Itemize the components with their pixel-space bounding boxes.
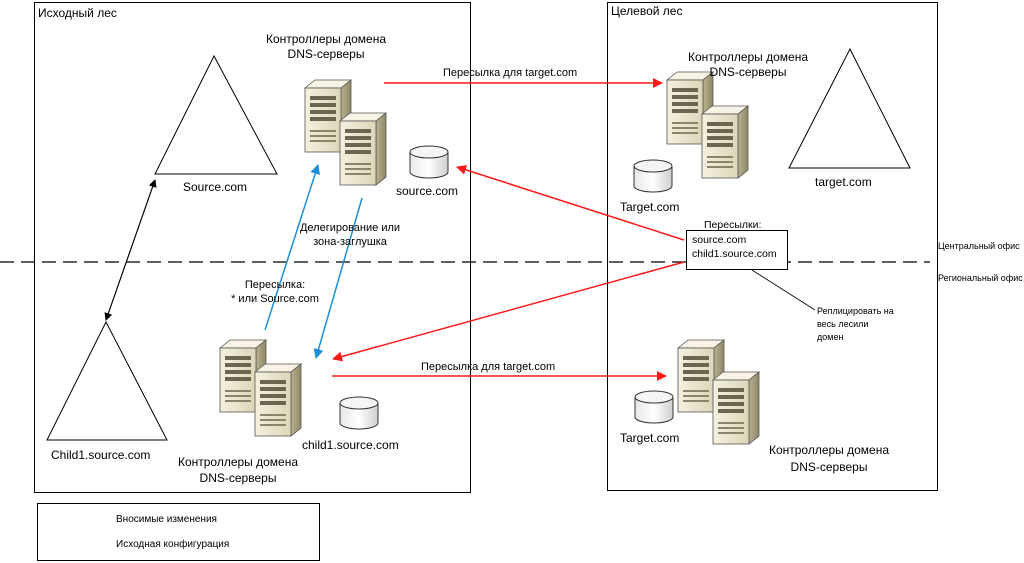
delegation-label-line1: Делегирование или bbox=[299, 222, 401, 234]
child-domain-triangle bbox=[46, 320, 168, 441]
server-icon bbox=[339, 112, 387, 186]
source-dc-title: Контроллеры домена bbox=[265, 32, 387, 46]
forwarders-line1: source.com bbox=[692, 234, 747, 246]
forwarders-box: source.com child1.source.com bbox=[686, 230, 788, 270]
replicate-note-line2: весь лесили bbox=[817, 319, 869, 329]
database-icon bbox=[409, 145, 449, 179]
regional-office-label: Региональный офис bbox=[938, 273, 1023, 283]
forwarders-line2: child1.source.com bbox=[692, 248, 777, 260]
replicate-note-line3: домен bbox=[817, 332, 844, 342]
forward-bottom-label: Пересылка для target.com bbox=[421, 361, 556, 373]
replicate-callout-line bbox=[751, 269, 816, 311]
forwarders-to-child-arrow bbox=[332, 261, 685, 362]
replicate-note-line1: Реплицировать на bbox=[817, 306, 894, 316]
source-db-label: source.com bbox=[396, 184, 459, 198]
target-bottom-db-label: Target.com bbox=[620, 431, 680, 445]
target-top-db-label: Target.com bbox=[620, 200, 680, 214]
source-domain-triangle bbox=[154, 54, 278, 175]
legend-original-label: Исходная конфигурация bbox=[116, 539, 230, 550]
database-icon bbox=[633, 159, 673, 193]
database-icon bbox=[634, 390, 674, 424]
child-forward-label-line1: Пересылка: bbox=[244, 279, 306, 291]
child-domain-label: Child1.source.com bbox=[51, 448, 151, 462]
central-office-label: Центральный офис bbox=[938, 241, 1020, 251]
legend-change-label: Вносимые изменения bbox=[116, 514, 217, 525]
target-bottom-dc-subtitle: DNS-серверы bbox=[790, 460, 868, 474]
forwarders-title: Пересылки: bbox=[704, 219, 762, 231]
forward-top-label: Пересылка для target.com bbox=[443, 67, 578, 79]
server-icon bbox=[701, 105, 749, 179]
child-dc-subtitle: DNS-серверы bbox=[199, 471, 277, 485]
child-db-label: child1.source.com bbox=[302, 438, 399, 452]
delegation-arrow bbox=[313, 197, 363, 359]
source-forest-box bbox=[34, 2, 471, 493]
server-icon bbox=[254, 363, 302, 437]
source-dc-subtitle: DNS-серверы bbox=[287, 47, 365, 61]
target-domain-label: target.com bbox=[815, 175, 872, 189]
target-forest-title: Целевой лес bbox=[611, 4, 683, 18]
source-forest-title: Исходный лес bbox=[38, 6, 117, 20]
source-domain-label: Source.com bbox=[183, 180, 248, 194]
target-forest-box bbox=[607, 2, 938, 491]
target-domain-triangle bbox=[788, 47, 911, 169]
target-top-dc-title: Контроллеры домена bbox=[687, 50, 809, 64]
delegation-label-line2: зона-заглушка bbox=[313, 236, 387, 248]
server-icon bbox=[712, 371, 760, 445]
child-dc-title: Контроллеры домена bbox=[177, 455, 299, 469]
trust-arrow-up bbox=[105, 179, 157, 321]
target-top-dc-subtitle: DNS-серверы bbox=[709, 65, 787, 79]
database-icon bbox=[339, 396, 379, 430]
legend-box bbox=[37, 503, 320, 561]
forwarders-to-source-arrow bbox=[456, 164, 685, 241]
target-bottom-dc-title: Контроллеры домена bbox=[768, 443, 890, 457]
child-forward-label-line2: * или Source.com bbox=[231, 293, 319, 305]
child-forward-arrow bbox=[264, 164, 321, 331]
